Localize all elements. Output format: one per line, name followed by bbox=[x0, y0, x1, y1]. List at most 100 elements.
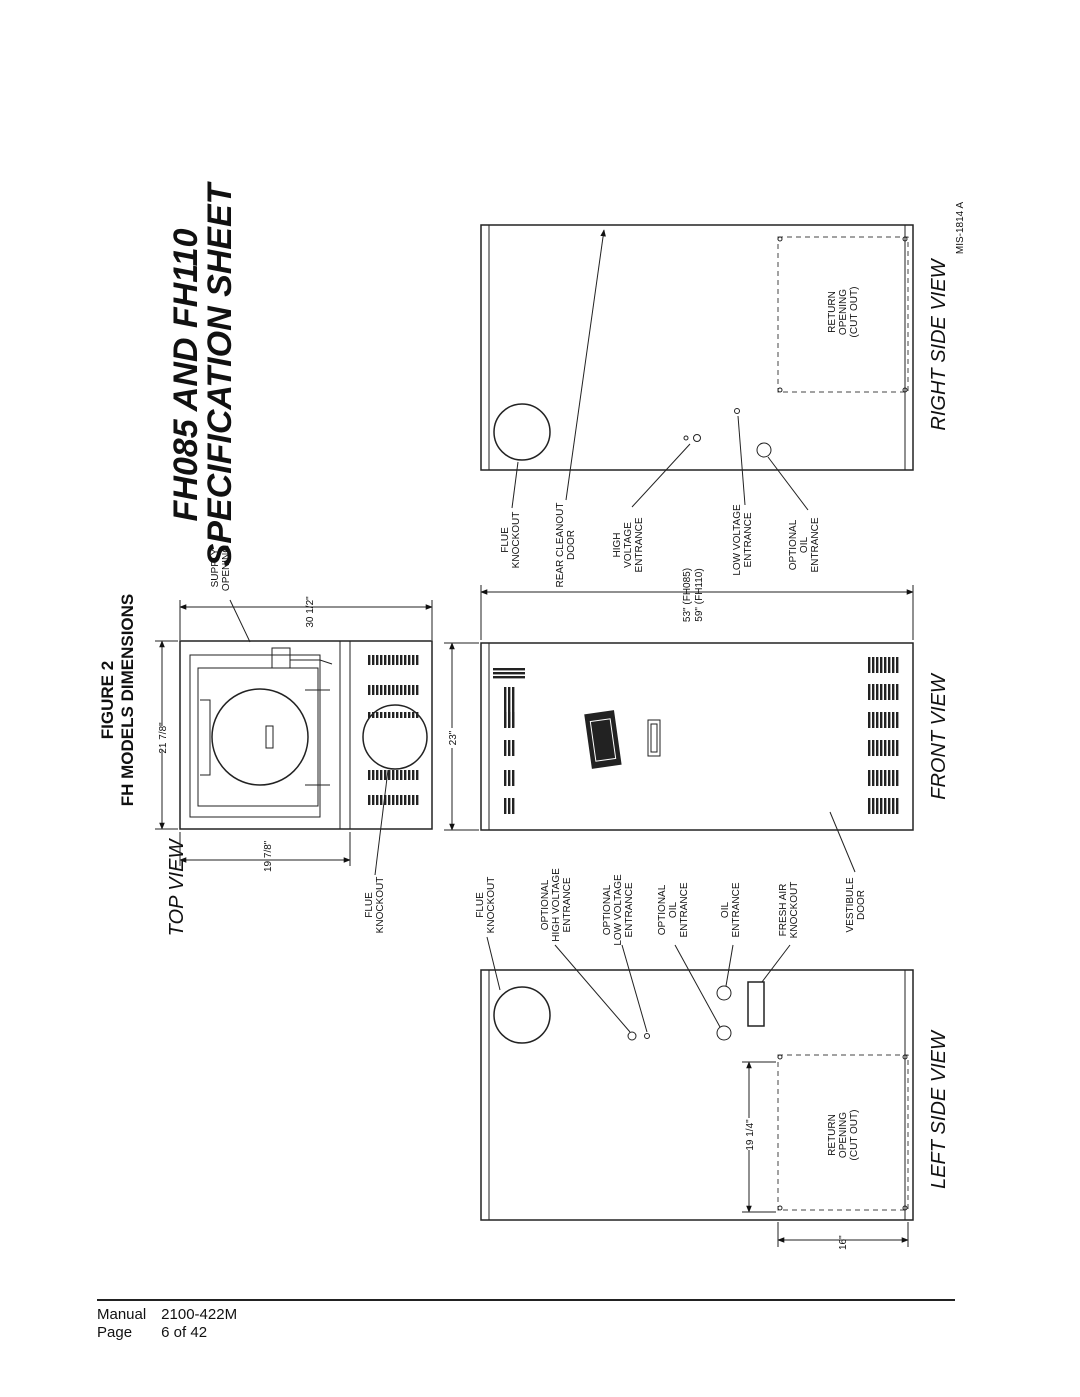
svg-text:KNOCKOUT: KNOCKOUT bbox=[375, 877, 386, 934]
svg-text:OPENING: OPENING bbox=[838, 1112, 849, 1158]
figure-title: FIGURE 2 FH MODELS DIMENSIONS bbox=[98, 594, 137, 807]
svg-text:OIL: OIL bbox=[799, 537, 810, 554]
svg-text:OPTIONAL: OPTIONAL bbox=[540, 879, 551, 930]
left-low-voltage-hole bbox=[644, 1033, 650, 1039]
top-view-label: TOP VIEW bbox=[166, 838, 188, 937]
right-low-voltage-hole bbox=[734, 408, 740, 414]
front-louvers-right bbox=[868, 657, 900, 814]
left-return-label: RETURN OPENING (CUT OUT) bbox=[827, 1110, 860, 1161]
svg-text:VESTIBULE: VESTIBULE bbox=[845, 877, 856, 932]
callout-high-voltage: HIGH VOLTAGE ENTRANCE bbox=[612, 517, 645, 572]
svg-text:SUPPLY: SUPPLY bbox=[210, 548, 221, 587]
footer-rule bbox=[97, 1299, 955, 1301]
footer-page: Page 6 of 42 bbox=[97, 1324, 207, 1341]
svg-text:FLUE: FLUE bbox=[364, 892, 375, 918]
front-louvers-left bbox=[493, 667, 525, 814]
callout-oil-entrance: OIL ENTRANCE bbox=[720, 882, 742, 937]
front-view: 23" 53" (FH085) 59" (FH110) bbox=[444, 568, 914, 831]
svg-text:ENTRANCE: ENTRANCE bbox=[634, 517, 645, 572]
left-side-view: RETURN OPENING (CUT OUT) 19 1/4" 16" FLU… bbox=[475, 811, 914, 1250]
svg-text:KNOCKOUT: KNOCKOUT bbox=[789, 882, 800, 939]
right-opt-oil-hole bbox=[756, 442, 772, 458]
callout-fresh-air: FRESH AIR KNOCKOUT bbox=[778, 882, 800, 939]
drawing-id: MIS-1814 A bbox=[955, 202, 966, 255]
sheet-title-line2: SPECIFICATION SHEET bbox=[201, 180, 239, 566]
svg-text:RETURN: RETURN bbox=[827, 1114, 838, 1156]
callout-rear-cleanout: REAR CLEANOUT DOOR bbox=[555, 502, 577, 587]
callout-left-flue-knockout: FLUE KNOCKOUT bbox=[475, 877, 497, 934]
dim-top-width: 30 1/2" bbox=[305, 596, 316, 628]
callout-opt-oil-left: OPTIONAL OIL ENTRANCE bbox=[657, 882, 690, 937]
svg-text:HIGH VOLTAGE: HIGH VOLTAGE bbox=[551, 868, 562, 942]
footer-manual: Manual 2100-422M bbox=[97, 1306, 237, 1323]
footer-manual-number: 2100-422M bbox=[161, 1306, 238, 1323]
front-handle bbox=[647, 719, 661, 757]
svg-text:FRESH AIR: FRESH AIR bbox=[778, 884, 789, 937]
svg-text:HIGH: HIGH bbox=[612, 533, 623, 558]
svg-text:OPTIONAL: OPTIONAL bbox=[657, 884, 668, 935]
svg-text:OPENING: OPENING bbox=[221, 545, 232, 591]
left-return-opening bbox=[777, 1054, 909, 1211]
right-flue-knockout bbox=[493, 403, 551, 461]
svg-text:ENTRANCE: ENTRANCE bbox=[810, 517, 821, 572]
svg-text:KNOCKOUT: KNOCKOUT bbox=[486, 877, 497, 934]
specification-drawing: FIGURE 2 FH MODELS DIMENSIONS FH085 AND … bbox=[98, 180, 966, 1250]
figure-subtitle: FH MODELS DIMENSIONS bbox=[118, 594, 137, 807]
left-high-voltage-hole bbox=[627, 1031, 637, 1041]
dim-top-flue-offset: 19 7/8" bbox=[263, 840, 274, 872]
blower-assembly bbox=[189, 654, 321, 818]
svg-text:ENTRANCE: ENTRANCE bbox=[731, 882, 742, 937]
svg-text:59" (FH110): 59" (FH110) bbox=[694, 568, 705, 621]
dim-return-height: 19 1/4" bbox=[745, 1119, 756, 1151]
svg-text:DOOR: DOOR bbox=[856, 890, 867, 920]
svg-text:ENTRANCE: ENTRANCE bbox=[624, 882, 635, 937]
dim-front-width: 23" bbox=[448, 730, 459, 745]
right-return-opening bbox=[777, 236, 909, 393]
right-side-view: RETURN OPENING (CUT OUT) FLUE KNOCKOUT R… bbox=[480, 224, 914, 588]
svg-text:ENTRANCE: ENTRANCE bbox=[562, 877, 573, 932]
top-louvers bbox=[368, 655, 420, 805]
svg-text:OPENING: OPENING bbox=[838, 289, 849, 335]
motor-box bbox=[271, 647, 291, 669]
callout-top-flue-knockout: FLUE KNOCKOUT bbox=[364, 877, 386, 934]
svg-text:VOLTAGE: VOLTAGE bbox=[623, 522, 634, 568]
svg-text:REAR CLEANOUT: REAR CLEANOUT bbox=[555, 502, 566, 587]
callout-opt-high-voltage: OPTIONAL HIGH VOLTAGE ENTRANCE bbox=[540, 868, 573, 942]
svg-text:RETURN: RETURN bbox=[827, 291, 838, 333]
svg-text:(CUT OUT): (CUT OUT) bbox=[849, 1110, 860, 1161]
sheet-title: FH085 AND FH110 SPECIFICATION SHEET bbox=[167, 180, 239, 566]
dim-return-offset: 16" bbox=[838, 1235, 849, 1250]
footer-page-label: Page bbox=[97, 1324, 133, 1341]
right-return-label: RETURN OPENING (CUT OUT) bbox=[827, 287, 860, 338]
svg-text:FLUE: FLUE bbox=[500, 527, 511, 553]
top-view-outline bbox=[179, 640, 433, 830]
dim-unit-height: 53" (FH085) 59" (FH110) bbox=[682, 568, 705, 622]
footer-manual-label: Manual bbox=[97, 1306, 147, 1323]
sheet-title-line1: FH085 AND FH110 bbox=[167, 228, 205, 521]
svg-text:LOW VOLTAGE: LOW VOLTAGE bbox=[613, 874, 624, 946]
left-opt-oil-hole bbox=[716, 1025, 732, 1041]
callout-vestibule: VESTIBULE DOOR bbox=[845, 877, 867, 932]
svg-text:OPTIONAL: OPTIONAL bbox=[788, 519, 799, 570]
left-flue-knockout bbox=[493, 986, 551, 1044]
svg-text:ENTRANCE: ENTRANCE bbox=[743, 512, 754, 567]
svg-text:OIL: OIL bbox=[668, 902, 679, 919]
front-view-label: FRONT VIEW bbox=[928, 672, 950, 800]
figure-number: FIGURE 2 bbox=[98, 661, 117, 739]
left-side-outline bbox=[480, 969, 914, 1221]
svg-text:(CUT OUT): (CUT OUT) bbox=[849, 287, 860, 338]
svg-text:ENTRANCE: ENTRANCE bbox=[679, 882, 690, 937]
svg-text:DOOR: DOOR bbox=[566, 530, 577, 560]
left-side-view-label: LEFT SIDE VIEW bbox=[928, 1029, 950, 1189]
callout-opt-low-voltage: OPTIONAL LOW VOLTAGE ENTRANCE bbox=[602, 874, 635, 946]
right-high-voltage-hole bbox=[693, 434, 701, 442]
svg-text:LOW VOLTAGE: LOW VOLTAGE bbox=[732, 504, 743, 576]
dim-top-depth: 21 7/8" bbox=[158, 722, 169, 754]
svg-text:KNOCKOUT: KNOCKOUT bbox=[511, 512, 522, 569]
top-view: 21 7/8" 30 1/2" 19 7/8" SUPPLY OPENING F… bbox=[155, 545, 433, 934]
svg-text:OIL: OIL bbox=[720, 902, 731, 919]
top-flue-knockout bbox=[362, 704, 428, 770]
callout-low-voltage: LOW VOLTAGE ENTRANCE bbox=[732, 504, 754, 576]
blower-wheel bbox=[211, 688, 309, 786]
right-side-view-label: RIGHT SIDE VIEW bbox=[928, 257, 950, 430]
